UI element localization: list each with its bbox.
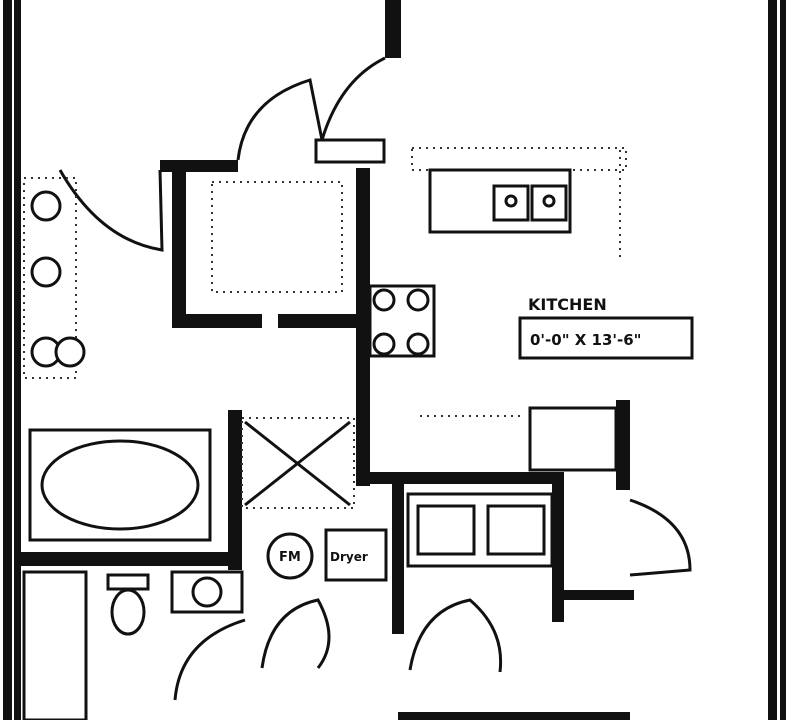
- laundry-wall-left: [392, 484, 404, 634]
- pantry-wall-bottom: [564, 590, 634, 600]
- entry-wall-top: [385, 0, 401, 58]
- entry-door-swing: [320, 56, 386, 141]
- closet-wall-bottom-b: [278, 314, 358, 328]
- laundry-wall-top: [370, 472, 560, 484]
- bath-door-swing: [58, 169, 164, 252]
- bathtub-2: [22, 570, 88, 720]
- bath-wall-bottom: [20, 552, 240, 566]
- fridge-wall: [616, 400, 630, 490]
- room-label: KITCHEN: [528, 295, 607, 314]
- refrigerator: [528, 406, 618, 472]
- room-dims-box: [518, 316, 694, 360]
- closet-header: [314, 138, 386, 164]
- burner-icon: [406, 332, 430, 356]
- washer-icon: [266, 532, 314, 580]
- faucet-icon: [542, 194, 556, 208]
- laundry-door-left: [260, 598, 331, 669]
- burner-icon: [372, 288, 396, 312]
- lav-sink-icon: [191, 576, 223, 608]
- shower-x-b: [244, 420, 351, 507]
- dryer-label: Dryer: [330, 550, 368, 564]
- washer-label: FM: [279, 550, 301, 565]
- closet-wall-top: [160, 160, 238, 172]
- laundry-door-right: [408, 598, 503, 673]
- bottom-wall-stub: [398, 712, 630, 720]
- room-dims: 0'-0" X 13'-6": [530, 331, 641, 349]
- closet-wall-bottom-a: [172, 314, 262, 328]
- laundry-washer: [416, 504, 476, 556]
- bath-wall-right: [228, 410, 242, 570]
- kitchen-counter: [411, 147, 627, 171]
- laundry-dryer: [486, 504, 546, 556]
- sink-icon: [30, 190, 62, 222]
- dryer-icon: [324, 528, 388, 582]
- closet-wall-left: [172, 168, 186, 326]
- shower: [241, 417, 355, 509]
- closet-shelf: [211, 181, 343, 293]
- toilet-bowl: [110, 588, 146, 636]
- toilet-tank: [106, 573, 150, 591]
- burner-icon: [406, 288, 430, 312]
- bathtub: [28, 428, 212, 542]
- sink-icon: [54, 336, 86, 368]
- tub-basin: [40, 439, 200, 531]
- hall-door: [173, 618, 246, 701]
- pantry-wall-right: [552, 472, 564, 622]
- closet-door-swing: [236, 78, 324, 161]
- burner-icon: [372, 332, 396, 356]
- kitchen-partition: [356, 168, 370, 486]
- faucet-icon: [504, 194, 518, 208]
- pantry-door: [629, 498, 692, 577]
- sink-icon: [30, 256, 62, 288]
